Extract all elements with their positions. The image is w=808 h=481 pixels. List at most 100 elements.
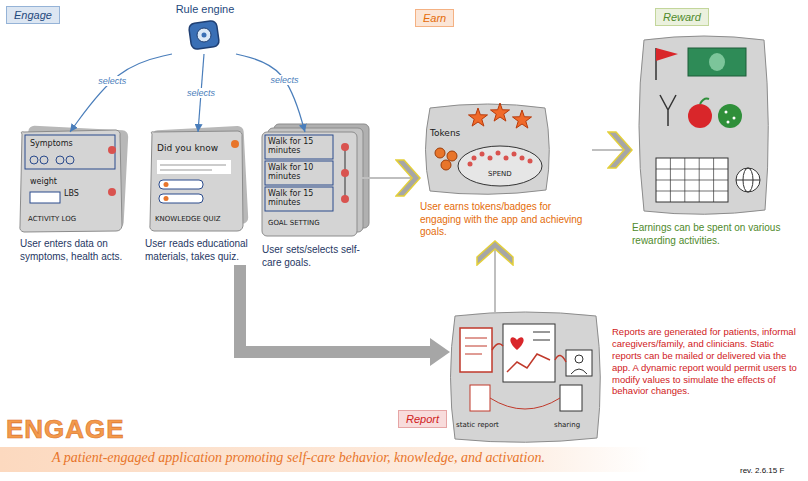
tokens-sketch [512,110,531,128]
header-text: Report [406,412,439,426]
reward-sketch [639,36,768,214]
reward-sketch [688,48,746,76]
reward-sketch [639,36,768,214]
sketch-text: SPEND [488,171,528,179]
rule-engine-icon [197,28,211,42]
reward-sketch [656,158,728,202]
activity-log-sketch [108,146,116,154]
tokens-sketch [520,156,525,161]
report-sketch [533,340,550,341]
caption-text: User earns tokens/badges for engaging wi… [420,201,592,239]
tokens-sketch [468,162,473,167]
reward-sketch [700,99,709,104]
reward-sketch [727,121,730,124]
tokens-sketch [512,152,517,157]
reward-sketch [725,111,728,114]
goal-setting-sketch [262,124,369,236]
tokens-sketch [480,152,485,157]
sketch-text: Walk for 15 minutes [268,138,330,156]
knowledge-quiz-sketch [160,165,226,166]
tokens-sketch [488,156,493,161]
goal-setting-sketch [265,135,333,159]
report-sketch [510,337,523,350]
goal-setting-sketch [265,187,333,211]
edge-label: selects [185,88,217,98]
tagline: A patient-engaged application promoting … [52,450,545,466]
sketch-text: weight [30,178,70,187]
tokens-sketch [504,156,509,161]
report-sketch [465,338,487,339]
rule-engine-icon [202,33,207,38]
tokens-sketch [496,151,501,156]
reward-sketch [736,168,760,192]
reward-sketch [736,180,760,181]
rule-engine-icon [188,20,219,50]
goal-setting-sketch [341,169,349,177]
tokens-sketch [458,146,542,186]
report-sketch [492,344,566,362]
edge-label: selects [269,75,301,85]
header-text: Engage [14,8,52,22]
report-sketch [451,312,601,442]
report-sketch [465,346,487,347]
report-sketch [465,354,482,355]
tokens-sketch [426,103,550,194]
tokens-sketch [441,160,451,170]
edge-label: selects [96,76,128,86]
connector-group [70,54,632,352]
section-header: Reward [655,8,709,26]
activity-log-sketch [40,156,48,164]
knowledge-quiz-sketch [159,180,203,189]
caption-text: Earnings can be spent on various rewardi… [632,222,782,247]
caption-text: Reports are generated for patients, info… [612,326,797,397]
tokens-sketch [490,103,509,121]
sketch-text: Symptoms [30,140,110,149]
sketch-text: KNOWLEDGE QUIZ [155,216,247,224]
sketch-card: Did you knowKNOWLEDGE QUIZUser reads edu… [145,132,257,265]
section-header: Report [398,410,447,428]
sketch-card: SymptomsweightLBSACTIVITY LOGUser enters… [20,132,138,265]
header-text: Reward [663,10,701,24]
node-label: Rule engine [160,2,250,16]
sketch-card: Earnings can be spent on various rewardi… [632,36,782,249]
sketch-text: sharing [554,422,596,430]
sketch-text: static report [456,422,518,430]
activity-log-sketch [20,130,122,232]
knowledge-quiz-sketch [160,170,212,171]
report-sketch [533,332,550,333]
tokens-sketch [472,156,477,161]
report-sketch [566,350,592,376]
reward-sketch [709,53,725,71]
reward-sketch [656,158,728,202]
sketch-text: Tokens [430,129,474,139]
section-header: Earn [415,9,454,27]
activity-log-sketch [56,156,64,164]
knowledge-quiz-sketch [231,140,239,148]
tokens-sketch [528,159,533,164]
tagline-band [0,447,650,472]
sketch-card: TokensSPEND User earns tokens/badges for … [420,105,592,241]
logo-title: ENGAGE [6,414,125,445]
flow-arrow [240,265,434,352]
select-arrow [236,54,305,132]
knowledge-quiz-sketch [159,194,203,203]
report-sketch [503,324,555,382]
revision-note: rev. 2.6.15 F [740,466,784,475]
reward-sketch [656,48,678,61]
knowledge-quiz-sketch [157,160,231,174]
goal-setting-sketch [262,132,357,236]
header-text: Earn [423,11,446,25]
tokens-sketch [435,148,445,158]
report-sketch [451,312,601,442]
rule-engine-icon [188,20,219,50]
sketch-text: Walk for 15 minutes [268,190,330,208]
rule-engine: Rule engine [160,2,250,54]
knowledge-quiz-sketch [164,196,169,201]
report-sketch [470,385,490,411]
sketch-text: GOAL SETTING [268,220,352,228]
caption-text: User enters data on symptoms, health act… [20,238,138,263]
reward-sketch [688,104,712,128]
chevron-connector [494,241,496,312]
reward-sketch [733,117,736,120]
